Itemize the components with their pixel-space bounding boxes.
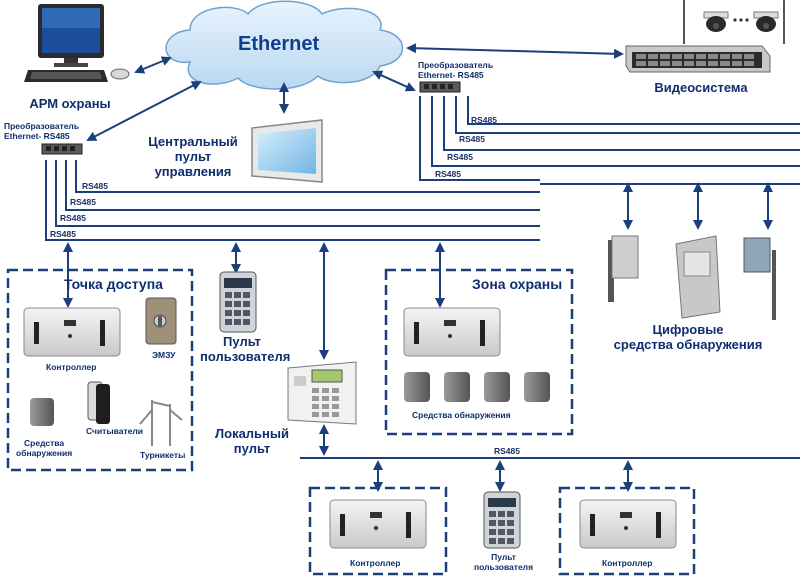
controller-access-icon: [23, 307, 121, 357]
digital-detector-icons: [608, 235, 776, 320]
readers-label: Считыватели: [86, 426, 143, 436]
emzu-label: ЭМЗУ: [152, 350, 176, 360]
rs485-left-bus: [45, 160, 540, 241]
video-system-icon: [625, 0, 785, 73]
ethernet-cloud: [165, 0, 404, 90]
detector-access-icon: [30, 398, 54, 426]
local-panel-label: Локальный пульт: [215, 426, 289, 456]
turnstiles-label: Турникеты: [140, 450, 186, 460]
converter-left-label: Преобразователь Ethernet- RS485: [4, 121, 80, 141]
bottom-controller-left-label: Контроллер: [350, 558, 401, 568]
local-panel-icon: [287, 361, 357, 425]
rs485-label: RS485: [459, 134, 485, 144]
bottom-controller-right-label: Контроллер: [602, 558, 653, 568]
zone-detector-icons: [404, 372, 550, 402]
reader-icons: [87, 381, 110, 424]
converter-right-label: Преобразователь Ethernet- RS485: [418, 60, 494, 80]
bottom-user-panel-label: Пульт пользователя: [474, 552, 534, 572]
controller-bottom-left-icon: [329, 499, 427, 549]
rs485-label: RS485: [70, 197, 96, 207]
central-panel-label: Центральный пульт управления: [148, 134, 238, 179]
access-controller-label: Контроллер: [46, 362, 97, 372]
rs485-label: RS485: [50, 229, 76, 239]
ethernet-links: [86, 43, 624, 141]
controller-bottom-right-icon: [579, 499, 677, 549]
arm-label: АРМ охраны: [29, 96, 111, 111]
user-panel-top-label: Пульт пользователя: [200, 334, 291, 364]
rs485-label: RS485: [60, 213, 86, 223]
rs485-label: RS485: [435, 169, 461, 179]
controller-zone-icon: [403, 307, 501, 357]
device-links: [63, 182, 800, 492]
converter-left-icon: [41, 143, 83, 155]
ethernet-label: Ethernet: [238, 33, 320, 55]
access-detectors-label: Средства обнаружения: [16, 438, 73, 458]
user-keypad-bottom-icon: [483, 491, 521, 549]
turnstile-icon: [139, 400, 183, 446]
emzu-lock-icon: [145, 297, 177, 345]
rs485-label: RS485: [494, 446, 520, 456]
user-keypad-top-icon: [219, 271, 257, 333]
zone-detectors-label: Средства обнаружения: [412, 410, 511, 420]
converter-right-icon: [419, 81, 461, 93]
video-system-label: Видеосистема: [654, 80, 748, 95]
pc-workstation-icon: [24, 4, 130, 82]
access-point-title: Точка доступа: [64, 276, 163, 292]
rs485-label: RS485: [447, 152, 473, 162]
central-panel-icon: [251, 119, 323, 183]
zone-frames: [6, 268, 696, 576]
digital-detectors-label: Цифровые средства обнаружения: [613, 322, 763, 352]
rs485-right-bus: [419, 96, 800, 181]
guard-zone-title: Зона охраны: [472, 276, 563, 292]
rs485-label: RS485: [471, 115, 497, 125]
rs485-label: RS485: [82, 181, 108, 191]
